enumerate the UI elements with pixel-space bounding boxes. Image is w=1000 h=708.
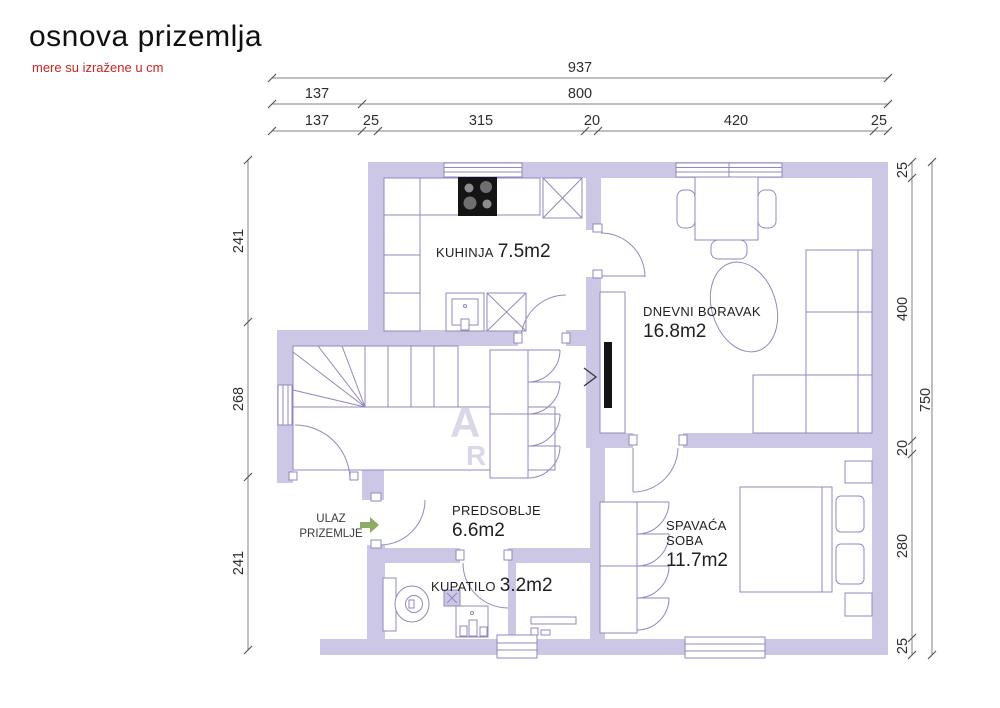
- dim-right-20: 20: [894, 439, 911, 457]
- chair-right: [757, 189, 777, 229]
- doors: [288, 223, 688, 609]
- dim-left-241a: 241: [230, 228, 247, 254]
- dim-top-25b: 25: [870, 113, 888, 129]
- chair-left: [676, 189, 696, 229]
- room-area: 16.8m2: [643, 320, 707, 342]
- room-area: 3.2m2: [499, 575, 553, 596]
- dim-top-25a: 25: [362, 113, 380, 129]
- page-title: osnova prizemlja: [29, 20, 263, 53]
- entrance-line1: ULAZ: [316, 513, 346, 525]
- dim-top-137b: 137: [304, 113, 330, 129]
- door-bedroom: [632, 447, 679, 493]
- nightstand-bottom: [844, 592, 873, 617]
- window-stairs: [277, 384, 293, 426]
- bed: [739, 486, 833, 593]
- chair-bottom: [710, 239, 748, 260]
- entrance-label: ULAZ PRIZEMLJE: [288, 512, 374, 542]
- watermark-letter: R: [466, 440, 487, 471]
- bedroom-furniture: [599, 460, 873, 634]
- room-name: SPAVAĆA SOBA: [666, 518, 726, 548]
- dim-left-268: 268: [230, 386, 247, 412]
- wardrobe: [599, 501, 670, 634]
- door-stairs: [294, 424, 351, 481]
- room-area: 6.6m2: [452, 519, 505, 541]
- floor-drain-icon: [443, 589, 461, 607]
- door-living: [600, 232, 646, 278]
- bathroom-sink-icon: [455, 605, 489, 638]
- dim-top-420: 420: [723, 113, 749, 129]
- room-name: PREDSOBLJE: [452, 503, 541, 518]
- kitchen-fixtures: [383, 177, 583, 332]
- dim-top-800: 800: [567, 86, 593, 102]
- door-bathroom: [462, 562, 509, 609]
- staircase: [292, 345, 556, 471]
- pillow-top: [835, 495, 865, 533]
- sofa: [805, 249, 873, 434]
- dim-top-total: 937: [567, 60, 593, 76]
- pillow-bottom: [835, 543, 865, 585]
- dimension-lines: [243, 73, 937, 660]
- fridge-icon: [542, 177, 583, 219]
- room-name: DNEVNI BORAVAK: [643, 304, 761, 319]
- hall-closet: [489, 349, 561, 479]
- stove-icon: [458, 177, 497, 216]
- storage-shelf: [530, 616, 577, 636]
- dining-table: [694, 176, 759, 241]
- dim-top-137a: 137: [304, 86, 330, 102]
- watermark-letter: A: [450, 399, 481, 446]
- kitchen-sink-icon: [445, 292, 485, 332]
- dim-right-400: 400: [894, 296, 911, 322]
- room-name: KUHINJA: [436, 245, 494, 260]
- door-entrance: [379, 499, 426, 546]
- tv-stand: [599, 291, 626, 434]
- dim-top-20: 20: [583, 113, 601, 129]
- dim-left-241b: 241: [230, 550, 247, 576]
- window-bedroom: [684, 636, 766, 659]
- chevron-right-icon: [583, 367, 598, 387]
- dim-top-315: 315: [468, 113, 494, 129]
- entrance-line2: PRIZEMLJE: [299, 527, 363, 540]
- room-area: 7.5m2: [497, 241, 551, 262]
- room-name: KUPATILO: [431, 579, 496, 594]
- rug-ellipse: [709, 261, 779, 353]
- door-kitchen: [520, 294, 567, 341]
- door-jambs: [288, 223, 688, 561]
- sofa-chaise: [752, 374, 807, 434]
- tv-icon: [604, 342, 612, 408]
- nightstand-top: [844, 460, 873, 484]
- dim-right-total: 750: [917, 387, 934, 413]
- room-area: 11.7m2: [666, 549, 728, 571]
- kitchen-counter-left: [383, 214, 421, 332]
- dim-right-25b: 25: [894, 637, 911, 655]
- dim-right-25a: 25: [894, 161, 911, 179]
- entrance-arrow-icon: [360, 517, 379, 533]
- living-room-furniture: [583, 176, 873, 434]
- bathroom-fixtures: [382, 577, 577, 638]
- walls: [277, 162, 888, 655]
- page-subtitle: mere su izražene u cm: [32, 60, 164, 75]
- dim-right-280: 280: [894, 533, 911, 559]
- kitchen-cabinet-icon: [486, 292, 527, 332]
- windows: [277, 162, 783, 659]
- window-bathroom: [496, 634, 538, 659]
- toilet-icon: [382, 577, 430, 632]
- window-kitchen: [443, 162, 523, 178]
